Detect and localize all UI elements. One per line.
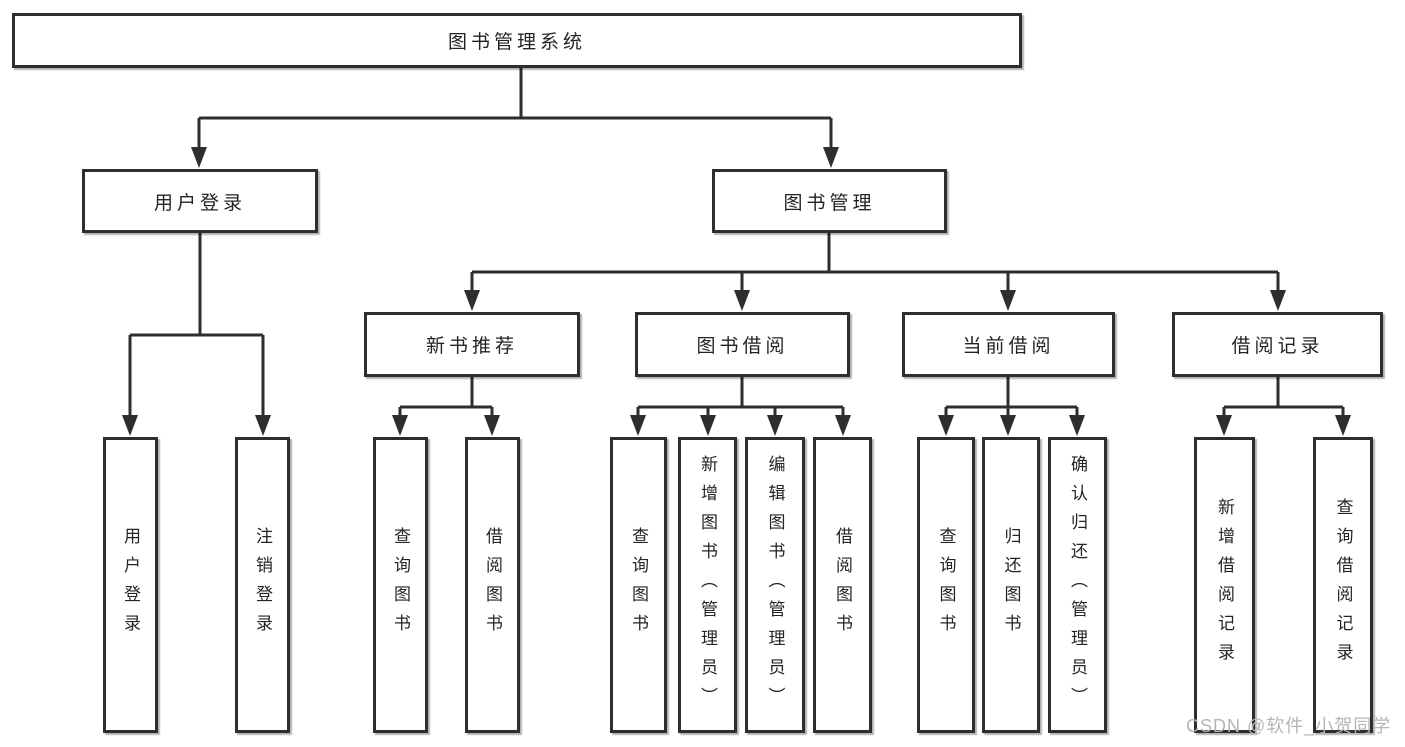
- leaf-query-book-borrow: 查询图书: [610, 437, 667, 733]
- node-current-borrow: 当前借阅: [902, 312, 1115, 377]
- leaf-return-book: 归还图书: [982, 437, 1040, 733]
- node-user-login: 用户登录: [82, 169, 318, 233]
- node-book-management: 图书管理: [712, 169, 947, 233]
- leaf-query-book-current: 查询图书: [917, 437, 975, 733]
- leaf-edit-book-admin: 编辑图书（管理员）: [745, 437, 805, 733]
- leaf-add-book-admin: 新增图书（管理员）: [678, 437, 737, 733]
- csdn-watermark: CSDN @软件_小贺同学: [1186, 716, 1392, 736]
- leaf-borrow-book-recommend: 借阅图书: [465, 437, 520, 733]
- leaf-query-book-recommend: 查询图书: [373, 437, 428, 733]
- node-library-system: 图书管理系统: [12, 13, 1022, 68]
- node-book-borrow: 图书借阅: [635, 312, 850, 377]
- leaf-add-borrow-record: 新增借阅记录: [1194, 437, 1255, 733]
- node-borrow-records: 借阅记录: [1172, 312, 1383, 377]
- node-new-book-recommend: 新书推荐: [364, 312, 580, 377]
- leaf-user-login: 用户登录: [103, 437, 158, 733]
- leaf-borrow-book: 借阅图书: [813, 437, 872, 733]
- leaf-query-borrow-record: 查询借阅记录: [1313, 437, 1373, 733]
- leaf-confirm-return-admin: 确认归还（管理员）: [1048, 437, 1107, 733]
- leaf-logout-login: 注销登录: [235, 437, 290, 733]
